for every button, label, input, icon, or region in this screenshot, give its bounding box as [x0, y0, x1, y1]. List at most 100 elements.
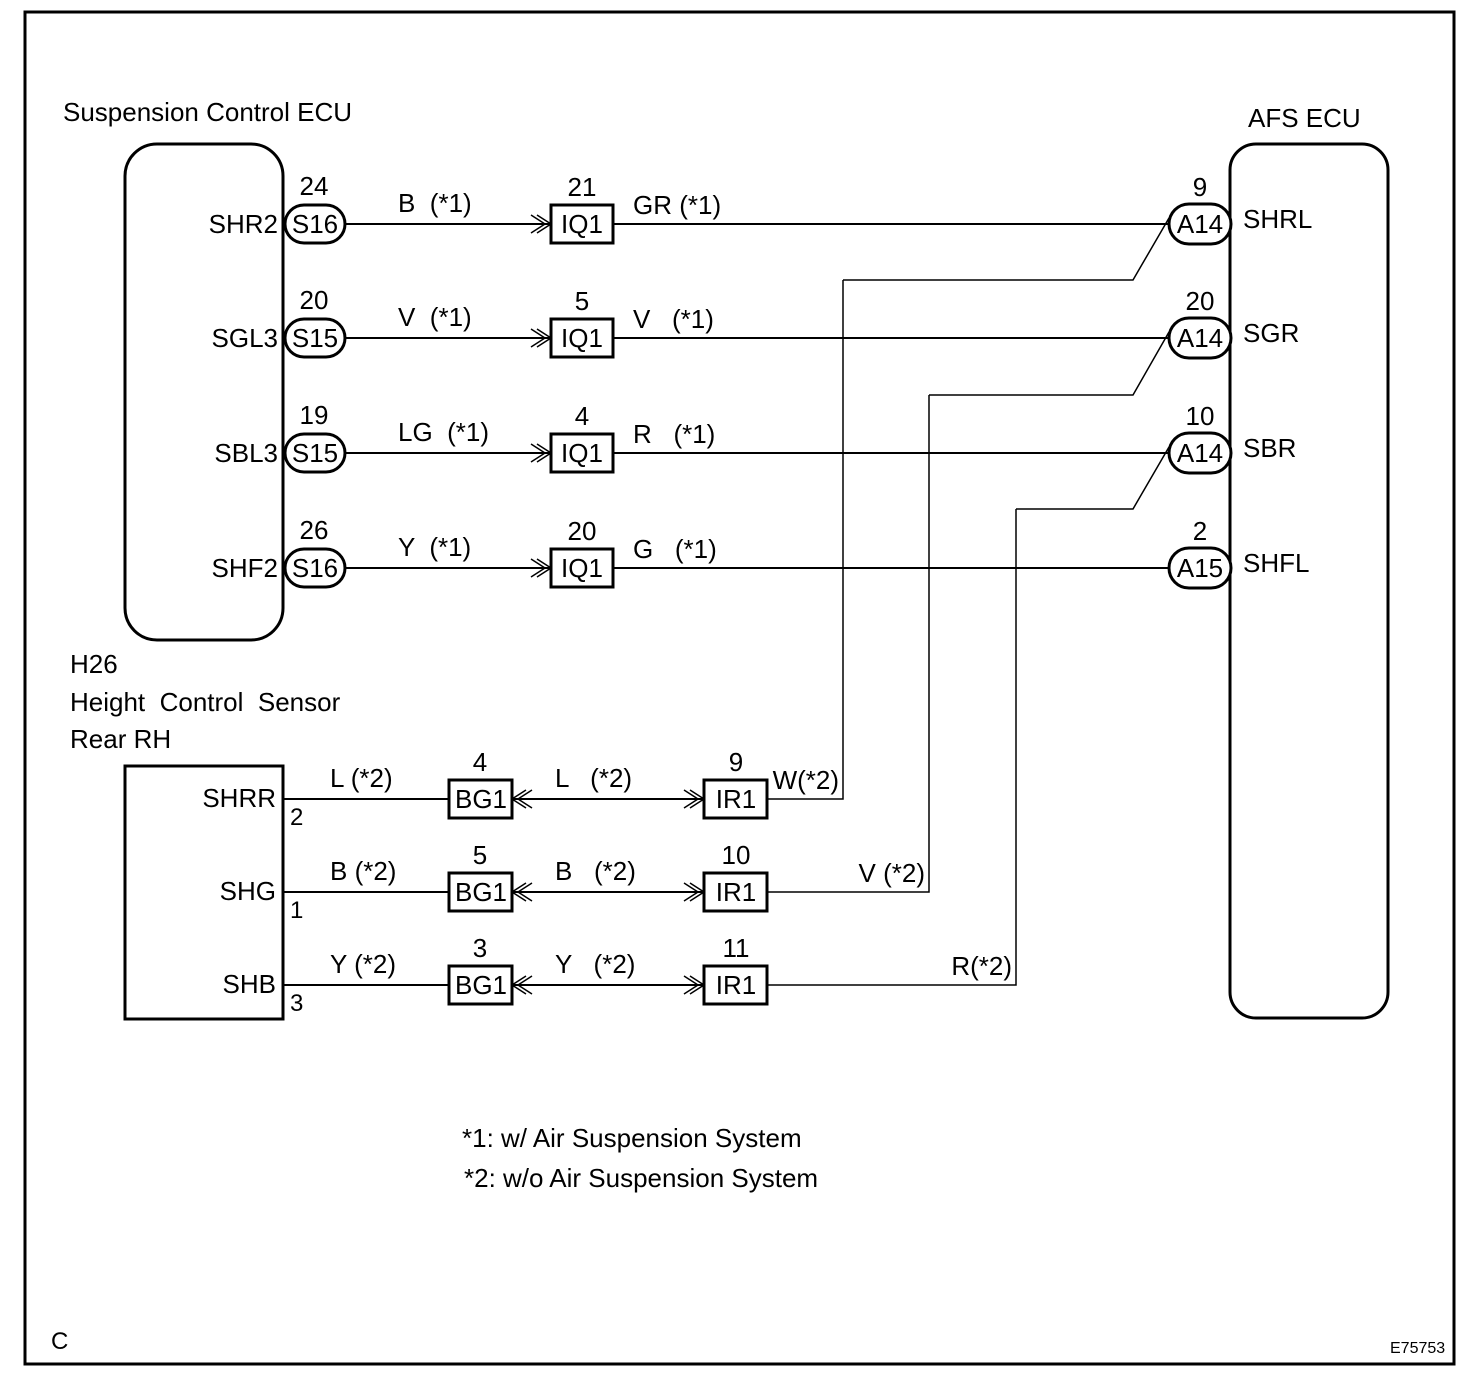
bg1-label: BG1 — [455, 877, 507, 907]
right-terminal-label: SGR — [1243, 318, 1299, 348]
junction-label: IQ1 — [561, 553, 603, 583]
right-connector-oval — [1167, 431, 1233, 475]
right-pin-number: 20 — [1186, 286, 1215, 316]
note-2: *2: w/o Air Suspension System — [464, 1163, 818, 1193]
connector-chevron — [530, 214, 547, 234]
bg1-connector-box — [447, 871, 514, 913]
junction-pin-number: 20 — [568, 516, 597, 546]
sensor-pin-number: 3 — [290, 990, 303, 1017]
sensor-code: H26 — [70, 649, 118, 679]
ir1-connector-box — [702, 778, 769, 820]
ir1-label: IR1 — [716, 877, 756, 907]
left-ecu-title: Suspension Control ECU — [63, 97, 352, 127]
figure-id: E75753 — [1390, 1340, 1445, 1357]
left-connector-label: S15 — [292, 438, 338, 468]
connector-chevron — [683, 789, 700, 809]
wire-color-label: B (*2) — [330, 856, 396, 886]
sensor-terminal-label: SHB — [223, 969, 276, 999]
right-connector-label: A15 — [1177, 553, 1223, 583]
left-pin-number: 19 — [300, 400, 329, 430]
right-pin-number: 10 — [1186, 401, 1215, 431]
right-connector-label: A14 — [1177, 209, 1223, 239]
right-connector-oval — [1167, 202, 1233, 246]
left-terminal-label: SHF2 — [212, 553, 278, 583]
wire-color-label: B (*1) — [398, 188, 472, 218]
right-connector-label: A14 — [1177, 323, 1223, 353]
left-ecu-box — [123, 142, 285, 642]
right-pin-number: 9 — [1193, 172, 1207, 202]
right-connector-oval — [1167, 546, 1233, 590]
wire-color-label: V (*1) — [398, 302, 472, 332]
right-ecu-box — [1228, 142, 1390, 1020]
wire-color-label: L (*2) — [330, 763, 393, 793]
connector-chevron — [530, 328, 547, 348]
wire-color-label: W(*2) — [773, 765, 839, 795]
frame — [23, 10, 1456, 1366]
left-connector-label: S16 — [292, 553, 338, 583]
lower-row: SHB 3 Y (*2) BG1 3 Y (*2) IR1 11R(*2) — [223, 509, 1017, 1017]
left-pin-number: 26 — [300, 515, 329, 545]
wire-color-label: G (*1) — [633, 534, 717, 564]
branch-wire — [843, 217, 1170, 281]
left-pin-number: 24 — [300, 171, 329, 201]
wire-color-label: Y (*2) — [555, 949, 635, 979]
right-terminal-label: SBR — [1243, 433, 1296, 463]
wire-color-label: Y (*1) — [398, 532, 471, 562]
right-terminal-label: SHFL — [1243, 548, 1309, 578]
wire-color-label: V (*1) — [633, 304, 714, 334]
wire-color-label: LG (*1) — [398, 417, 489, 447]
left-pin-number: 20 — [300, 285, 329, 315]
sensor-pin-number: 2 — [290, 804, 303, 831]
bg1-pin-number: 5 — [473, 840, 487, 870]
sensor-box — [123, 764, 285, 1021]
note-1: *1: w/ Air Suspension System — [462, 1123, 802, 1153]
left-connector-label: S15 — [292, 323, 338, 353]
branch-wire — [767, 395, 930, 893]
right-connector-oval — [1167, 316, 1233, 360]
wire-color-label: R(*2) — [951, 951, 1012, 981]
junction-pin-number: 4 — [575, 401, 589, 431]
corner-letter: C — [51, 1328, 68, 1355]
sensor-name: Height Control Sensor — [70, 687, 341, 717]
branch-wire — [1016, 446, 1170, 510]
left-terminal-label: SGL3 — [212, 323, 279, 353]
bg1-pin-number: 4 — [473, 747, 487, 777]
wire-color-label: V (*2) — [859, 858, 925, 888]
left-terminal-label: SHR2 — [209, 209, 278, 239]
wire-color-label: B (*2) — [555, 856, 636, 886]
junction-pin-number: 21 — [568, 172, 597, 202]
ir1-pin-number: 11 — [723, 933, 750, 963]
bg1-label: BG1 — [455, 784, 507, 814]
junction-label: IQ1 — [561, 209, 603, 239]
ir1-pin-number: 9 — [729, 747, 743, 777]
right-pin-number: 2 — [1193, 516, 1207, 546]
right-ecu-title: AFS ECU — [1248, 103, 1361, 133]
ir1-label: IR1 — [716, 784, 756, 814]
branch-wire — [767, 280, 844, 800]
junction-label: IQ1 — [561, 438, 603, 468]
connector-chevron — [530, 443, 547, 463]
bg1-label: BG1 — [455, 970, 507, 1000]
ir1-label: IR1 — [716, 970, 756, 1000]
left-terminal-label: SBL3 — [214, 438, 278, 468]
ir1-pin-number: 10 — [722, 840, 751, 870]
bg1-pin-number: 3 — [473, 933, 487, 963]
connector-chevron — [530, 558, 547, 578]
junction-pin-number: 5 — [575, 286, 589, 316]
wire-color-label: Y (*2) — [330, 949, 396, 979]
sensor-terminal-label: SHG — [220, 876, 276, 906]
sensor-position: Rear RH — [70, 724, 171, 754]
branch-wire — [929, 331, 1170, 396]
left-connector-label: S16 — [292, 209, 338, 239]
connector-chevron — [683, 975, 700, 995]
wire-color-label: L (*2) — [555, 763, 632, 793]
